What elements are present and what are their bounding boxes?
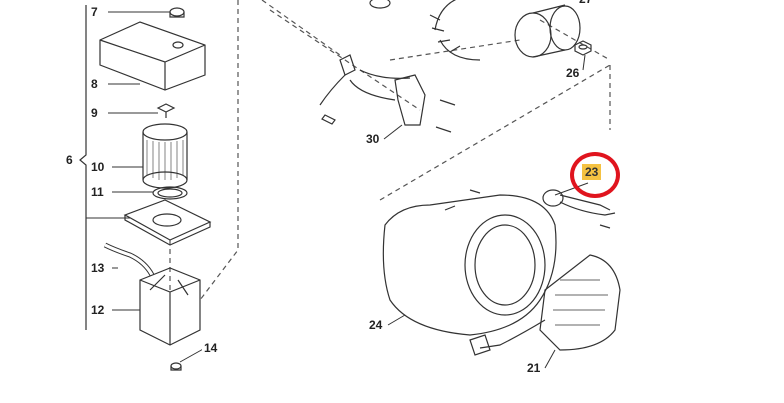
part-10-filter — [142, 123, 188, 189]
selection-highlight-ring — [570, 152, 620, 198]
part-14-screw — [170, 362, 182, 371]
part-30-coil — [319, 54, 456, 133]
callout-part-14[interactable]: 14 — [202, 341, 220, 355]
callout-part-11[interactable]: 11 — [89, 185, 106, 199]
callout-part-21[interactable]: 21 — [525, 361, 543, 375]
part-27-cup — [514, 4, 581, 58]
callout-part-10[interactable]: 10 — [89, 160, 107, 174]
callout-part-26[interactable]: 26 — [564, 66, 582, 80]
callout-part-27[interactable]: 27 — [577, 0, 595, 6]
part-24-fan-housing — [382, 189, 611, 336]
part-8-cover — [99, 21, 206, 91]
part-flywheel — [369, 0, 481, 61]
callout-part-30[interactable]: 30 — [364, 132, 382, 146]
part-26-nut — [574, 40, 592, 56]
part-11-gasket — [152, 186, 188, 200]
part-7-knob — [169, 7, 185, 18]
part-23-switch — [542, 189, 616, 216]
callout-part-12[interactable]: 12 — [89, 303, 107, 317]
part-12-housing — [139, 267, 201, 346]
group-bracket — [79, 5, 87, 330]
callout-part-9[interactable]: 9 — [89, 106, 100, 120]
part-9-wingnut — [156, 103, 176, 118]
callout-part-13[interactable]: 13 — [89, 261, 107, 275]
callout-part-8[interactable]: 8 — [89, 77, 100, 91]
guide-lines — [169, 0, 611, 301]
part-base-plate — [123, 199, 212, 246]
callout-part-23-selected[interactable]: 23 — [582, 164, 602, 180]
leader-lines — [86, 11, 589, 369]
part-21-recoil-starter — [469, 254, 621, 356]
callout-part-24[interactable]: 24 — [367, 318, 385, 332]
callout-part-7[interactable]: 7 — [89, 5, 100, 19]
callout-group-6[interactable]: 6 — [64, 153, 75, 167]
